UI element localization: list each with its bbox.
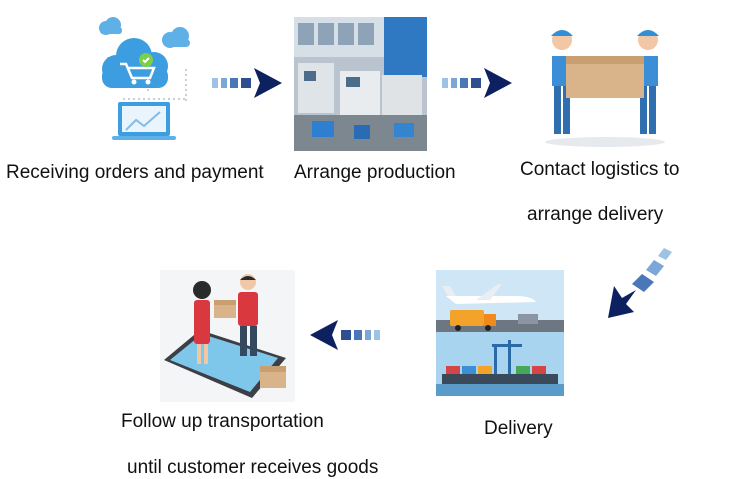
step-delivery-illustration [436,270,564,396]
step-logistics-label-line2: arrange delivery [527,204,664,225]
step-logistics-label-line1: Contact logistics to [520,159,680,180]
arrow-right-icon [442,68,512,98]
step-followup-illustration [160,270,295,402]
step-orders-illustration [88,14,208,154]
factory-machines-photo [294,17,427,151]
workers-carrying-box-icon [545,30,665,147]
arrow-right-icon [212,68,282,98]
step-delivery-label: Delivery [484,418,553,439]
cloud-shopping-laptop-icon [99,17,190,140]
arrow-left-icon [310,320,380,350]
step-followup-label-line1: Follow up transportation [121,411,324,432]
step-orders-label: Receiving orders and payment [6,162,264,183]
step-production-photo [294,17,427,151]
step-logistics-illustration [540,22,670,152]
phone-courier-handover-icon [160,270,295,402]
step-followup-label-line2: until customer receives goods [127,457,379,478]
plane-truck-ship-transport-icon [436,270,564,396]
step-production-label: Arrange production [294,162,456,183]
arrow-down-left-icon [608,248,672,318]
